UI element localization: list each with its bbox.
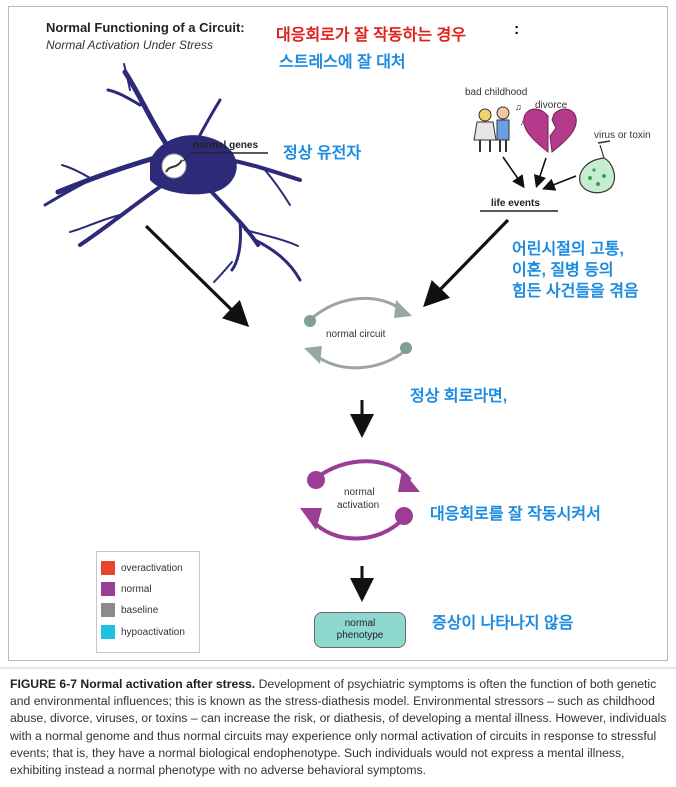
dna-icon bbox=[165, 159, 183, 173]
activation-node-right bbox=[395, 507, 413, 525]
caption-text: Development of psychiatric symptoms is o… bbox=[10, 677, 667, 778]
arrow-childhood-to-events bbox=[502, 156, 525, 189]
svg-text:♫: ♫ bbox=[515, 102, 522, 112]
svg-text:♪: ♪ bbox=[520, 118, 524, 127]
normal-genes-label: normal genes bbox=[193, 140, 259, 151]
ko-title-line2: 스트레스에 잘 대처 bbox=[279, 54, 406, 71]
circuit-node-left bbox=[304, 315, 316, 327]
legend-label: normal bbox=[121, 583, 152, 595]
arrow-neuron-to-circuit bbox=[144, 224, 250, 327]
phenotype-label-line2: phenotype bbox=[336, 630, 384, 641]
arrow-virus-to-events bbox=[542, 175, 577, 191]
life-events-label: life events bbox=[491, 198, 540, 209]
divorce-label: divorce bbox=[535, 100, 568, 111]
legend-swatch-overactivation bbox=[101, 561, 115, 575]
circuit-arrowhead-bottom bbox=[304, 346, 322, 364]
legend-item-baseline: baseline bbox=[101, 602, 158, 618]
ko-events-line2: 이혼, 질병 등의 bbox=[512, 262, 614, 279]
activation-node-left bbox=[307, 471, 325, 489]
legend-item-hypoactivation: hypoactivation bbox=[101, 624, 185, 640]
legend-label: overactivation bbox=[121, 562, 183, 574]
activation-label-line1: normal bbox=[344, 487, 375, 498]
legend-item-normal: normal bbox=[101, 581, 152, 597]
bad-childhood-icon: ♫ ♪ bbox=[473, 102, 524, 152]
normal-circuit-loop bbox=[311, 296, 407, 370]
figure-caption: FIGURE 6-7 Normal activation after stres… bbox=[10, 676, 670, 779]
circuit-node-right bbox=[400, 342, 412, 354]
legend-item-overactivation: overactivation bbox=[101, 560, 183, 576]
legend-swatch-hypoactivation bbox=[101, 625, 115, 639]
broken-heart-icon bbox=[523, 108, 577, 154]
figure-subtitle: Normal Activation Under Stress bbox=[46, 38, 213, 52]
neuron-illustration bbox=[43, 63, 302, 283]
activation-arrowhead-bottom bbox=[300, 508, 322, 530]
bad-childhood-label: bad childhood bbox=[465, 87, 528, 98]
circuit-arrowhead-top bbox=[394, 300, 412, 318]
ko-events-line1: 어린시절의 고통, bbox=[512, 241, 624, 258]
legend-label: hypoactivation bbox=[121, 626, 185, 638]
arrow-divorce-to-events bbox=[533, 157, 547, 189]
neuron-soma bbox=[150, 135, 237, 195]
legend-swatch-baseline bbox=[101, 603, 115, 617]
ko-genes-label: 정상 유전자 bbox=[283, 145, 362, 162]
normal-circuit-label: normal circuit bbox=[326, 329, 386, 340]
normal-phenotype-box: normal phenotype bbox=[314, 612, 406, 648]
legend-label: baseline bbox=[121, 604, 159, 616]
ko-title-line1: 대응회로가 잘 작동하는 경우 bbox=[276, 27, 466, 44]
genes-pointer bbox=[182, 152, 193, 162]
figure-frame bbox=[8, 6, 668, 661]
legend: overactivation normal baseline hypoactiv… bbox=[96, 551, 200, 653]
activation-label-line2: activation bbox=[337, 500, 380, 511]
ko-circuit-label: 정상 회로라면, bbox=[410, 388, 508, 405]
caption-figure-label: FIGURE 6-7 Normal activation after stres… bbox=[10, 677, 259, 691]
phenotype-label-line1: normal bbox=[344, 618, 376, 629]
legend-swatch-normal bbox=[101, 582, 115, 596]
ko-title-colon: : bbox=[514, 21, 520, 38]
ko-phenotype-label: 증상이 나타나지 않음 bbox=[432, 615, 574, 632]
figure-title: Normal Functioning of a Circuit: bbox=[46, 20, 245, 35]
ko-activation-label: 대응회로를 잘 작동시켜서 bbox=[430, 506, 601, 523]
activation-arrowhead-top bbox=[398, 470, 420, 492]
virus-label: virus or toxin bbox=[594, 130, 651, 141]
toxin-flask-icon bbox=[579, 140, 616, 194]
ko-events-line3: 힘든 사건들을 겪음 bbox=[512, 283, 639, 300]
arrow-events-to-circuit bbox=[423, 218, 510, 308]
